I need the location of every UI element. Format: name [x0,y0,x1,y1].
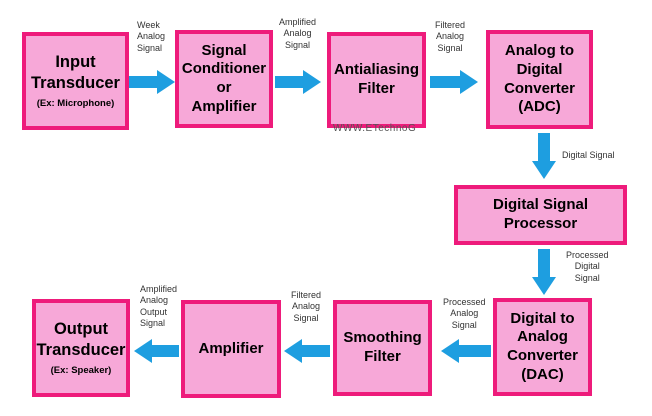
dsp-block: Digital Signal Processor [454,185,627,245]
amplified-analog-output-signal-label: Amplified Analog Output Signal [140,284,178,328]
dac-block: Digital to Analog Converter (DAC) [493,298,592,396]
antialiasing-filter-title: Antialiasing Filter [333,61,419,97]
output-transducer-title: Output Transducer [36,319,126,359]
amplifier-title: Amplifier [198,339,264,357]
filtered-analog-signal-bottom-label: Filtered Analog Signal [291,290,322,323]
processed-digital-signal-label: Processed Digital Signal [566,250,609,283]
dsp-title: Digital Signal Processor [492,196,588,232]
smoothing-filter-block: Smoothing Filter [333,300,432,396]
arrow-left-icon [441,339,491,363]
output-transducer-block: Output Transducer (Ex: Speaker) [32,299,130,397]
input-transducer-block: Input Transducer (Ex: Microphone) [22,32,129,130]
filtered-analog-signal-top-label: Filtered Analog Signal [435,20,466,53]
watermark: WWW.ETechnoG [333,123,417,134]
arrow-down-icon [532,133,556,179]
input-transducer-title: Input Transducer [31,52,120,92]
arrow-left-icon [134,339,179,363]
dac-title: Digital to Analog Converter (DAC) [507,309,578,383]
adc-title: Analog to Digital Converter (ADC) [504,42,575,116]
digital-signal-label: Digital Signal [562,150,615,160]
amplifier-block: Amplifier [181,300,281,398]
smoothing-filter-title: Smoothing Filter [343,329,422,365]
arrow-left-icon [284,339,330,363]
arrow-right-icon [129,70,175,94]
processed-analog-signal-label: Processed Analog Signal [443,297,486,330]
antialiasing-filter-block: Antialiasing Filter [327,32,426,128]
output-transducer-example: (Ex: Speaker) [50,365,112,377]
week-analog-signal-label: Week Analog Signal [137,20,166,53]
arrow-down-icon [532,249,556,295]
adc-block: Analog to Digital Converter (ADC) [486,30,593,129]
signal-conditioner-block: Signal Conditioner or Amplifier [175,30,273,128]
input-transducer-example: (Ex: Microphone) [36,98,115,110]
arrow-right-icon [430,70,478,94]
signal-conditioner-title: Signal Conditioner or Amplifier [181,41,267,115]
arrow-right-icon [275,70,321,94]
amplified-analog-signal-label: Amplified Analog Signal [279,17,317,50]
